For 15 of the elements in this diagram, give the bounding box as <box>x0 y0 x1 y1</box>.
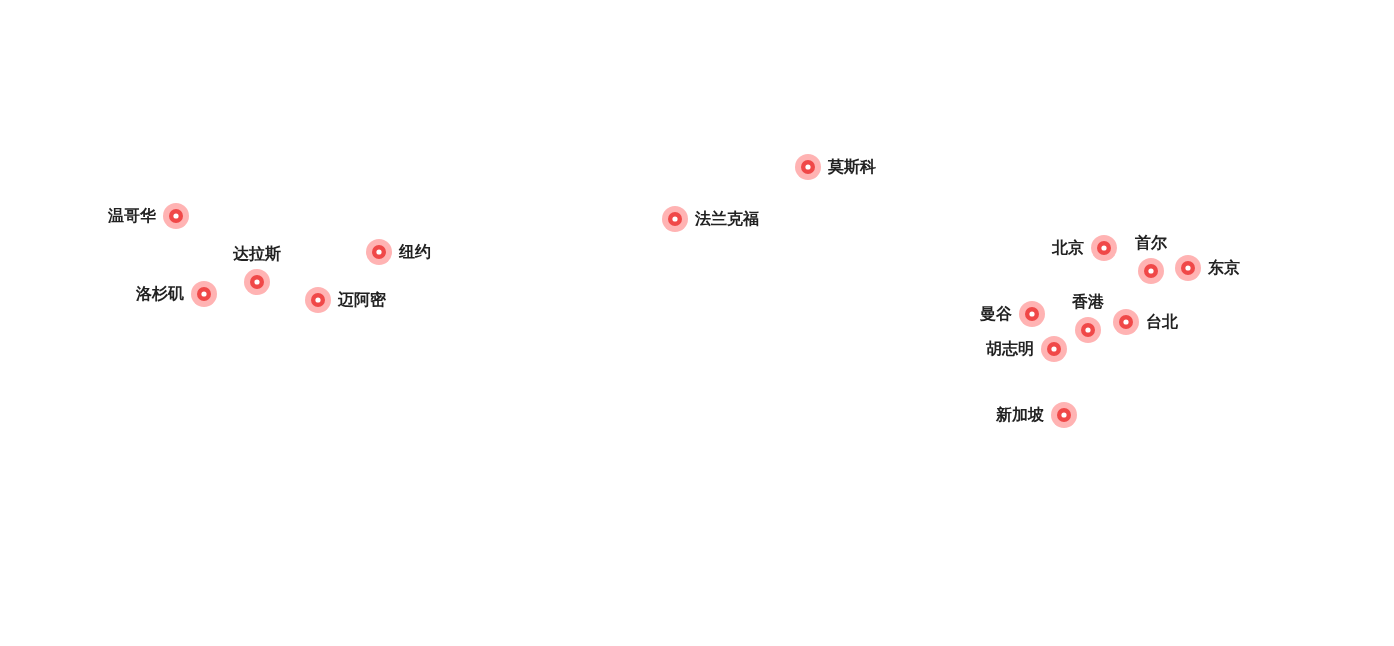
city-label: 新加坡 <box>996 405 1044 425</box>
city-label: 达拉斯 <box>233 244 281 264</box>
city-label: 温哥华 <box>108 206 156 226</box>
city-label: 首尔 <box>1135 233 1167 253</box>
city-label: 洛杉矶 <box>136 284 184 304</box>
city-label: 纽约 <box>399 242 431 262</box>
city-label: 法兰克福 <box>695 209 759 229</box>
city-label: 莫斯科 <box>828 157 876 177</box>
city-label: 迈阿密 <box>338 290 386 310</box>
city-label: 曼谷 <box>980 304 1012 324</box>
city-label: 东京 <box>1208 258 1240 278</box>
city-label: 香港 <box>1072 292 1104 312</box>
city-label: 北京 <box>1052 238 1084 258</box>
city-label: 台北 <box>1146 312 1178 332</box>
city-label: 胡志明 <box>986 339 1034 359</box>
